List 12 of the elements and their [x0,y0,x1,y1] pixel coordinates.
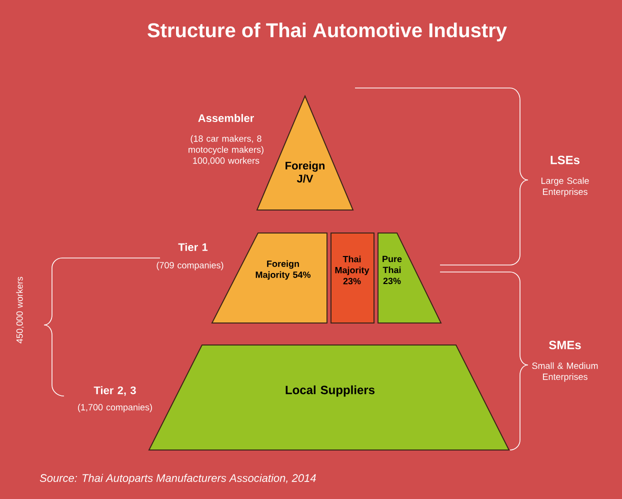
side-label: 450,000 workers [16,276,24,344]
title: Structure of Thai Automotive Industry [148,22,507,42]
tier-label: Assembler [198,114,254,122]
rectangle-segment: Thai Majority 23% [330,232,374,324]
source-note: Source: Thai Autoparts Manufacturers Association, 2014 [40,474,316,484]
group-label: SMEs [549,340,581,350]
tier-label: Tier 1 [178,242,208,252]
group-description: Large Scale Enterprises [541,177,589,197]
group-description: Small & Medium Enterprises [532,362,598,382]
trapezoid-segment: Pure Thai 23% [378,232,442,324]
group-label: LSEs [550,156,580,164]
tier-label: Tier 2, 3 [94,386,136,396]
